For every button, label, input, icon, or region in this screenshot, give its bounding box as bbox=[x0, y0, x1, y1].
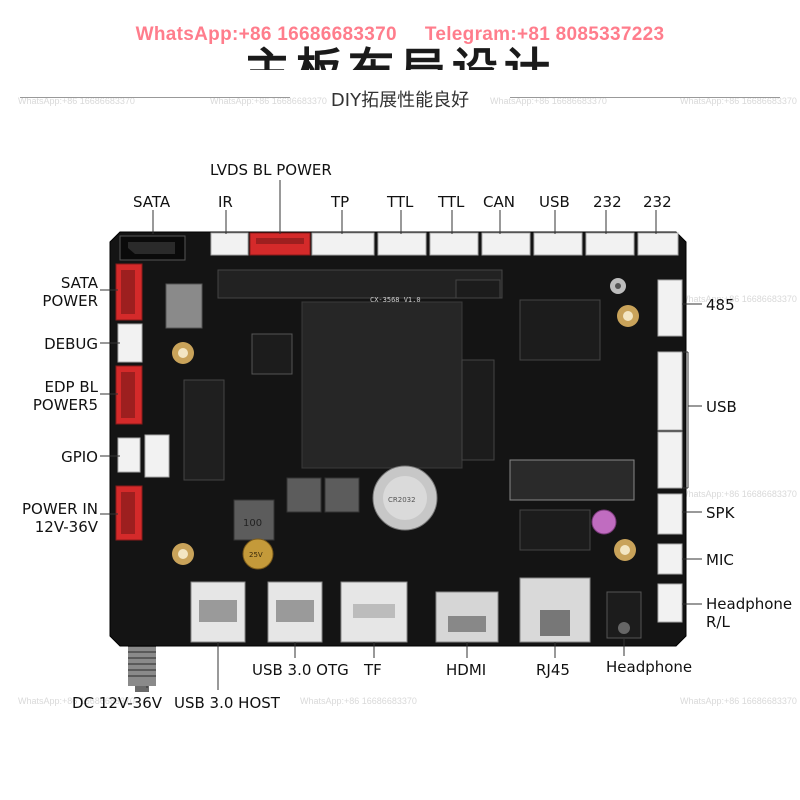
label-tp: TP bbox=[331, 193, 350, 211]
label-232-2: 232 bbox=[643, 193, 672, 211]
watermark-small: WhatsApp:+86 16686683370 bbox=[680, 294, 797, 304]
label-485: 485 bbox=[706, 296, 735, 314]
left-connectors bbox=[115, 263, 170, 541]
label-dc-12v-36v: DC 12V-36V bbox=[72, 694, 163, 712]
subtitle-divider-left bbox=[20, 97, 290, 98]
watermark-small: WhatsApp:+86 16686683370 bbox=[210, 96, 327, 106]
watermark-top: WhatsApp:+86 16686683370 Telegram:+81 808… bbox=[0, 24, 800, 46]
silk-model-text: CX-3568 V1.0 bbox=[370, 296, 421, 304]
watermark-small: WhatsApp:+86 16686683370 bbox=[680, 696, 797, 706]
capacitor-text: 25V bbox=[249, 551, 263, 559]
label-usb-3-host: USB 3.0 HOST bbox=[174, 694, 280, 712]
label-sata: SATA bbox=[133, 193, 171, 211]
label-can: CAN bbox=[483, 193, 515, 211]
label-usb-right: USB bbox=[706, 398, 737, 416]
subtitle-divider-right bbox=[510, 97, 780, 98]
watermark-small: WhatsApp:+86 16686683370 bbox=[680, 489, 797, 499]
label-lvds-bl-power: LVDS BL POWER bbox=[210, 161, 332, 179]
heatsink bbox=[301, 301, 463, 469]
inductor-text: 100 bbox=[243, 518, 262, 529]
board-components bbox=[165, 269, 635, 570]
label-usb-3-otg: USB 3.0 OTG bbox=[252, 661, 349, 679]
watermark-whatsapp: WhatsApp:+86 16686683370 bbox=[135, 24, 397, 45]
top-connectors bbox=[119, 232, 679, 261]
page-subtitle: DIY拓展性能良好 bbox=[330, 90, 470, 111]
right-connectors bbox=[657, 279, 683, 623]
label-232-1: 232 bbox=[593, 193, 622, 211]
label-ir: IR bbox=[218, 193, 233, 211]
label-gpio: GPIO bbox=[61, 448, 98, 466]
watermark-telegram: Telegram:+81 8085337223 bbox=[424, 24, 665, 45]
watermark-small: WhatsApp:+86 16686683370 bbox=[18, 96, 135, 106]
label-tf: TF bbox=[364, 661, 382, 679]
label-mic: MIC bbox=[706, 551, 734, 569]
coin-cell-text: CR2032 bbox=[388, 496, 416, 504]
label-headphone: Headphone bbox=[606, 658, 693, 676]
watermark-small: WhatsApp:+86 16686683370 bbox=[680, 96, 797, 106]
label-usb-top: USB bbox=[539, 193, 570, 211]
label-hdmi: HDMI bbox=[446, 661, 487, 679]
leader-lines bbox=[100, 180, 702, 690]
mounting-holes bbox=[172, 278, 639, 565]
watermark-small: WhatsApp:+86 16686683370 bbox=[490, 96, 607, 106]
watermark-small: WhatsApp:+86 16686683370 bbox=[18, 696, 135, 706]
label-ttl-2: TTL bbox=[438, 193, 465, 211]
page-title: 主板布局设计 bbox=[244, 43, 556, 70]
label-debug: DEBUG bbox=[44, 335, 98, 353]
label-ttl-1: TTL bbox=[387, 193, 414, 211]
watermark-small: WhatsApp:+86 16686683370 bbox=[300, 696, 417, 706]
label-spk: SPK bbox=[706, 504, 735, 522]
label-rj45: RJ45 bbox=[536, 661, 570, 679]
bottom-connectors bbox=[190, 577, 642, 643]
